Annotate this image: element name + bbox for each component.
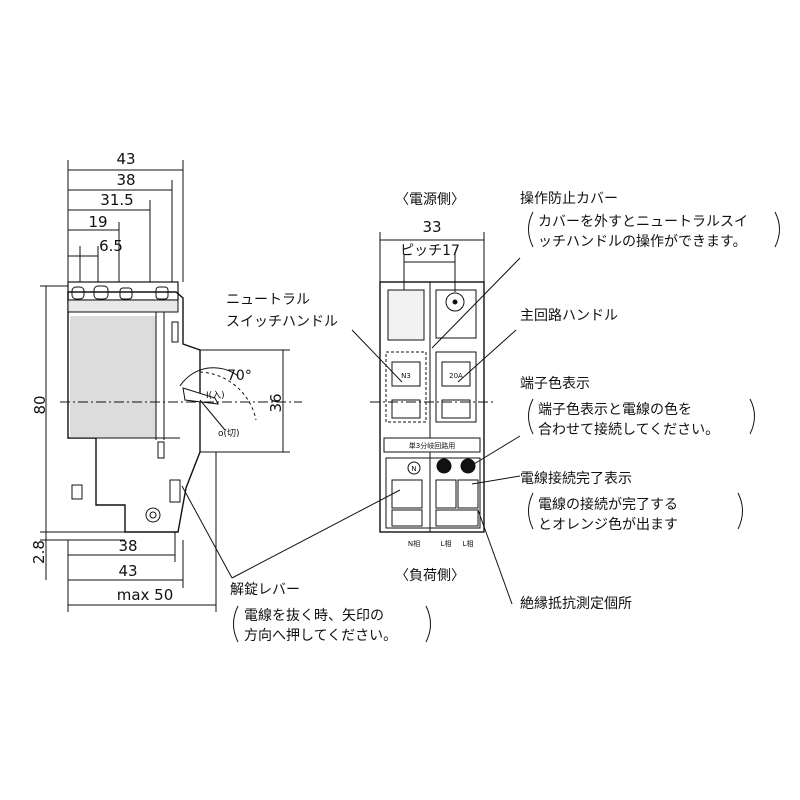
- dim-43-top: 43: [116, 150, 135, 168]
- dim-38-bottom: 38: [118, 537, 137, 555]
- dim-max-50: max 50: [117, 586, 174, 604]
- strip-text: 単3分岐回路用: [409, 441, 455, 450]
- release-line1: 電線を抜く時、矢印の: [244, 608, 384, 624]
- dim-36: 36: [267, 393, 285, 412]
- terminal-l2: L相: [463, 539, 474, 548]
- neutral-line2: スイッチハンドル: [226, 314, 338, 330]
- cover-line1: カバーを外すとニュートラルスイ: [538, 214, 748, 230]
- rating-right: 20A: [449, 372, 463, 380]
- angle-label: 70°: [227, 368, 252, 384]
- side-view: [40, 160, 302, 612]
- cover-title: 操作防止カバー: [520, 191, 618, 207]
- wire-title: 電線接続完了表示: [520, 470, 632, 487]
- dim-19: 19: [88, 213, 107, 231]
- mark-n: N: [411, 465, 416, 473]
- dim-80: 80: [31, 395, 49, 414]
- color-title: 端子色表示: [520, 375, 590, 392]
- wire-line2: とオレンジ色が出ます: [538, 516, 678, 533]
- dim-43-bottom: 43: [118, 562, 137, 580]
- neutral-line1: ニュートラル: [226, 292, 310, 308]
- on-label: I(入): [206, 390, 225, 401]
- off-label: o(切): [218, 428, 240, 439]
- color-line2: 合わせて接続してください。: [538, 421, 719, 438]
- leader-lines: [181, 211, 780, 643]
- main-handle-label: 主回路ハンドル: [520, 308, 618, 324]
- dim-2-8: 2.8: [30, 540, 48, 564]
- front-view: [370, 232, 494, 533]
- pitch-label: ピッチ17: [400, 243, 460, 259]
- terminal-n: N相: [408, 539, 420, 548]
- cover-line2: ッチハンドルの操作ができます。: [538, 234, 747, 250]
- load-side-label: 〈負荷側〉: [395, 568, 465, 584]
- rating-left: N3: [401, 372, 411, 380]
- dim-6-5: 6.5: [99, 237, 123, 255]
- color-line1: 端子色表示と電線の色を: [538, 401, 692, 418]
- wire-line1: 電線の接続が完了する: [538, 496, 678, 513]
- release-title: 解錠レバー: [230, 582, 300, 598]
- terminal-l1: L相: [441, 539, 452, 548]
- dim-38-top: 38: [116, 171, 135, 189]
- dim-31-5: 31.5: [100, 191, 133, 209]
- source-side-label: 〈電源側〉: [395, 192, 465, 208]
- release-line2: 方向へ押してください。: [244, 628, 397, 644]
- insulation-label: 絶縁抵抗測定個所: [520, 596, 632, 612]
- dim-33: 33: [422, 218, 441, 236]
